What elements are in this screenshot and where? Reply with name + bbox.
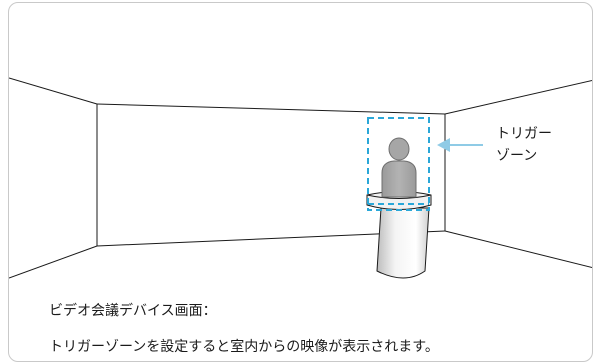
person-body: [381, 160, 417, 198]
floor-left-edge: [9, 245, 98, 279]
podium-top-rim: [366, 194, 432, 199]
back-wall-top: [96, 103, 446, 115]
caption-body: トリガーゾーンを設定すると室内からの映像が表示されます。: [49, 339, 439, 355]
trigger-zone-box: [367, 117, 430, 211]
person-head: [388, 137, 410, 161]
room-lines: [9, 77, 592, 279]
trigger-zone-label: トリガー ゾーン: [496, 123, 552, 167]
person-silhouette: [381, 137, 417, 198]
room-scene: [9, 77, 592, 279]
ceiling-left-edge: [9, 77, 98, 105]
floor-right-edge: [444, 230, 592, 269]
podium-body: [376, 207, 430, 279]
trigger-zone-label-line2: ゾーン: [496, 148, 538, 164]
callout-arrow: [437, 138, 483, 152]
illustration-card: トリガー ゾーン ビデオ会議デバイス画面： トリガーゾーンを設定すると室内からの…: [8, 2, 593, 362]
caption-title: ビデオ会議デバイス画面：: [49, 303, 217, 319]
trigger-zone-label-line1: トリガー: [496, 126, 552, 142]
ceiling-right-edge: [444, 79, 592, 115]
